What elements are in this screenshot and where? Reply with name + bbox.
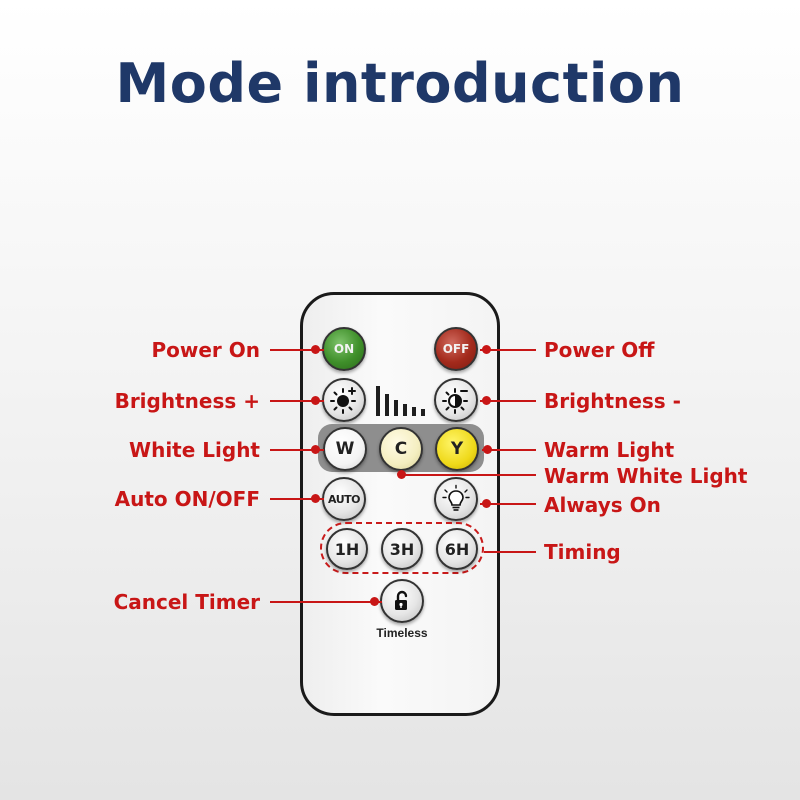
leader-line-white-light bbox=[270, 449, 324, 451]
label-white-light: White Light bbox=[129, 438, 260, 462]
label-power-off: Power Off bbox=[544, 338, 655, 362]
leader-line-auto bbox=[270, 498, 324, 500]
leader-line-warm-light bbox=[482, 449, 536, 451]
leader-line-brightness-down bbox=[480, 400, 536, 402]
timeless-button[interactable] bbox=[380, 579, 424, 623]
brightness-down-button[interactable] bbox=[434, 378, 478, 422]
leader-dot-brightness-up bbox=[311, 396, 320, 405]
label-warm-white-light: Warm White Light bbox=[544, 464, 748, 488]
leader-dot-always-on bbox=[482, 499, 491, 508]
leader-dot-warm-white-light bbox=[397, 470, 406, 479]
label-cancel-timer: Cancel Timer bbox=[113, 590, 260, 614]
leader-line-cancel-timer bbox=[270, 601, 382, 603]
sun-minus-icon bbox=[442, 388, 468, 414]
warm-white-light-button[interactable]: C bbox=[379, 427, 423, 471]
unlock-icon bbox=[395, 590, 408, 610]
sun-plus-icon bbox=[330, 387, 356, 414]
label-timing: Timing bbox=[544, 540, 621, 564]
timing-group-outline bbox=[320, 522, 484, 574]
white-light-button[interactable]: W bbox=[323, 427, 367, 471]
leader-dot-power-off bbox=[482, 345, 491, 354]
brightness-up-button[interactable] bbox=[322, 378, 366, 422]
leader-line-brightness-up bbox=[270, 400, 324, 402]
label-warm-light: Warm Light bbox=[544, 438, 675, 462]
page-title: Mode introduction bbox=[115, 52, 685, 115]
leader-dot-power-on bbox=[311, 345, 320, 354]
leader-line-timing bbox=[484, 551, 536, 553]
label-power-on: Power On bbox=[151, 338, 260, 362]
always-on-button[interactable] bbox=[434, 477, 478, 521]
timer-6h-button[interactable]: 6H bbox=[436, 528, 478, 570]
leader-line-power-off bbox=[480, 349, 536, 351]
leader-dot-warm-light bbox=[483, 445, 492, 454]
auto-button[interactable]: AUTO bbox=[322, 477, 366, 521]
label-auto-on-off: Auto ON/OFF bbox=[114, 487, 260, 511]
leader-dot-white-light bbox=[311, 445, 320, 454]
lightbulb-icon bbox=[442, 484, 470, 511]
warm-light-button[interactable]: Y bbox=[435, 427, 479, 471]
leader-line-always-on bbox=[480, 503, 536, 505]
leader-line-warm-white-light bbox=[401, 474, 536, 476]
leader-dot-brightness-down bbox=[482, 396, 491, 405]
leader-dot-cancel-timer bbox=[370, 597, 379, 606]
label-brightness-up: Brightness + bbox=[114, 389, 260, 413]
leader-line-power-on bbox=[270, 349, 324, 351]
leader-dot-auto bbox=[311, 494, 320, 503]
label-always-on: Always On bbox=[544, 493, 661, 517]
timer-1h-button[interactable]: 1H bbox=[326, 528, 368, 570]
label-brightness-down: Brightness - bbox=[544, 389, 681, 413]
power-off-button[interactable]: OFF bbox=[434, 327, 478, 371]
brightness-bars-icon bbox=[376, 384, 428, 416]
timer-3h-button[interactable]: 3H bbox=[381, 528, 423, 570]
power-on-button[interactable]: ON bbox=[322, 327, 366, 371]
timeless-label: Timeless bbox=[376, 626, 428, 640]
